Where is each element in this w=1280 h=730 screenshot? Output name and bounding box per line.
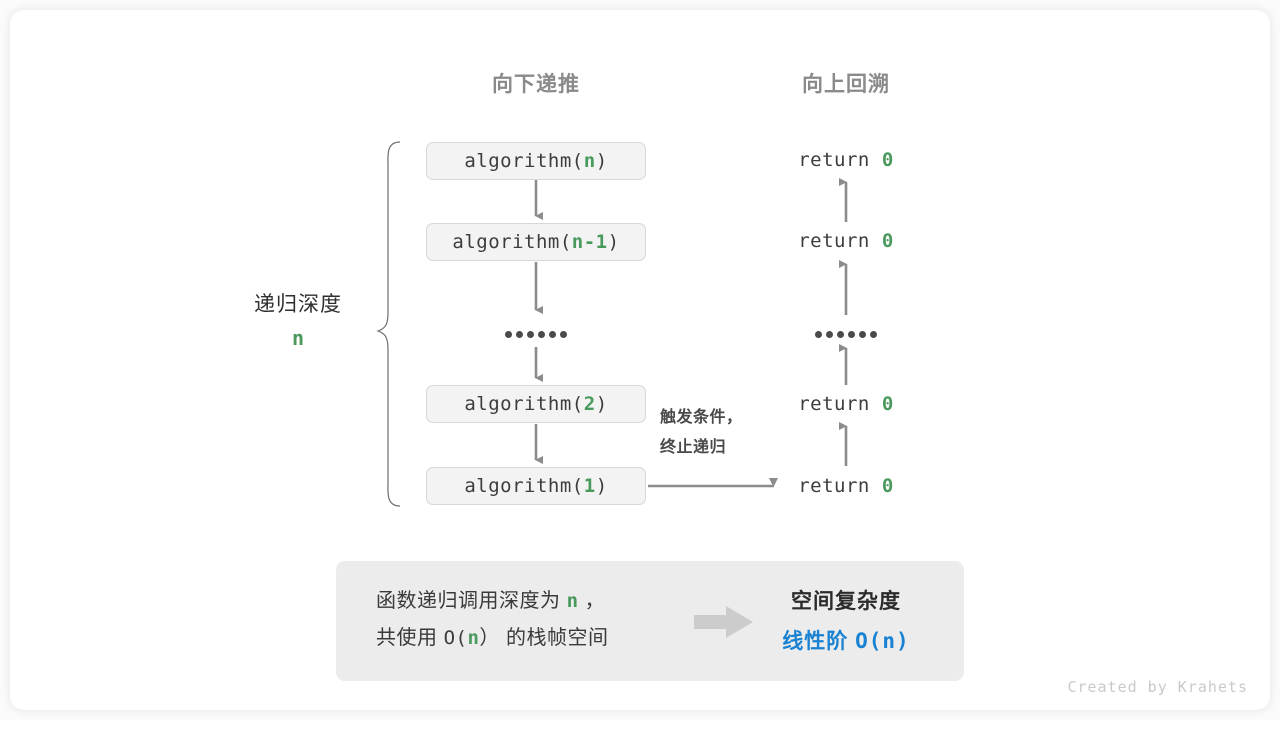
summary-line2-close: ） [479,627,500,649]
ellipsis-dot [549,331,556,338]
summary-description-line2: 共使用 O(n） 的栈帧空间 [376,620,608,657]
return-label-1-text: return [798,149,882,171]
summary-conclusion-notation: O(n) [855,628,910,653]
implies-arrow-icon [694,606,753,638]
call-box-2-arg: 2 [583,393,596,415]
recursion-depth-label: 递归深度 n [228,288,368,354]
return-label-2-value: 0 [881,230,894,252]
termination-note: 触发条件， 终止递归 [660,403,743,464]
call-box-n-minus-1[interactable]: algorithm(n-1) [426,223,646,261]
summary-line1-prefix: 函数递归调用深度为 [376,590,567,612]
ellipsis-dot [815,331,822,338]
ellipsis-dot [837,331,844,338]
ellipsis-dot [538,331,545,338]
return-label-4: return 0 [746,475,946,497]
ellipsis-dot [826,331,833,338]
termination-note-line1: 触发条件， [660,409,743,426]
ellipsis-dot [505,331,512,338]
return-label-2: return 0 [746,230,946,252]
summary-box: 函数递归调用深度为 n ， 共使用 O(n） 的栈帧空间 空间复杂度 线性阶 O… [336,561,964,681]
return-label-4-value: 0 [881,475,894,497]
return-label-3-value: 0 [881,393,894,415]
ellipsis-dot [560,331,567,338]
column-header-descent: 向下递推 [492,73,580,96]
summary-conclusion-title: 空间复杂度 [791,590,901,613]
summary-line1-suffix: ， [578,590,606,612]
figure-card: 向下递推 向上回溯 递归深度 n algorithm(n) algorithm(… [10,10,1270,710]
summary-line1-n: n [566,590,579,612]
return-label-3-text: return [798,393,882,415]
ellipsis-dot [516,331,523,338]
call-box-1-prefix: algorithm( [464,475,584,497]
summary-description: 函数递归调用深度为 n ， 共使用 O(n） 的栈帧空间 [376,583,608,657]
call-box-2-suffix: ) [595,393,608,415]
summary-line2-prefix: 共使用 [376,627,444,649]
ellipsis-dot [527,331,534,338]
summary-conclusion-value: 线性阶 O(n) [746,622,946,662]
call-box-2[interactable]: algorithm(2) [426,385,646,423]
summary-conclusion-order: 线性阶 [782,629,856,653]
call-box-1-arg: 1 [583,475,596,497]
recursion-depth-value: n [291,325,305,350]
return-label-4-text: return [798,475,882,497]
summary-line2-o: O( [443,627,468,649]
recursion-depth-text: 递归深度 [254,293,342,316]
summary-description-line1: 函数递归调用深度为 n ， [376,583,608,620]
termination-note-line2: 终止递归 [660,439,727,457]
return-label-2-text: return [798,230,882,252]
summary-line2-n: n [467,627,480,649]
return-label-1: return 0 [746,149,946,171]
summary-line2-suffix: 的栈帧空间 [499,627,609,649]
summary-conclusion: 空间复杂度 线性阶 O(n) [746,583,946,662]
call-box-1-suffix: ) [595,475,608,497]
return-label-3: return 0 [746,393,946,415]
ellipsis-dot [848,331,855,338]
credit-footer: Created by Krahets [1067,678,1248,696]
column-header-ascent: 向上回溯 [802,73,890,96]
return-ellipsis [786,323,906,342]
call-box-n[interactable]: algorithm(n) [426,142,646,180]
call-box-n-minus-1-prefix: algorithm( [452,231,572,253]
call-box-n-minus-1-suffix: ) [607,231,620,253]
call-box-n-arg: n [583,150,596,172]
depth-brace [376,141,401,507]
return-label-1-value: 0 [881,149,894,171]
call-box-2-prefix: algorithm( [464,393,584,415]
call-box-n-prefix: algorithm( [464,150,584,172]
call-box-n-suffix: ) [595,150,608,172]
call-box-n-minus-1-arg: n-1 [571,231,608,253]
ellipsis-dot [870,331,877,338]
ellipsis-dot [859,331,866,338]
call-box-1[interactable]: algorithm(1) [426,467,646,505]
call-stack-ellipsis [476,323,596,342]
